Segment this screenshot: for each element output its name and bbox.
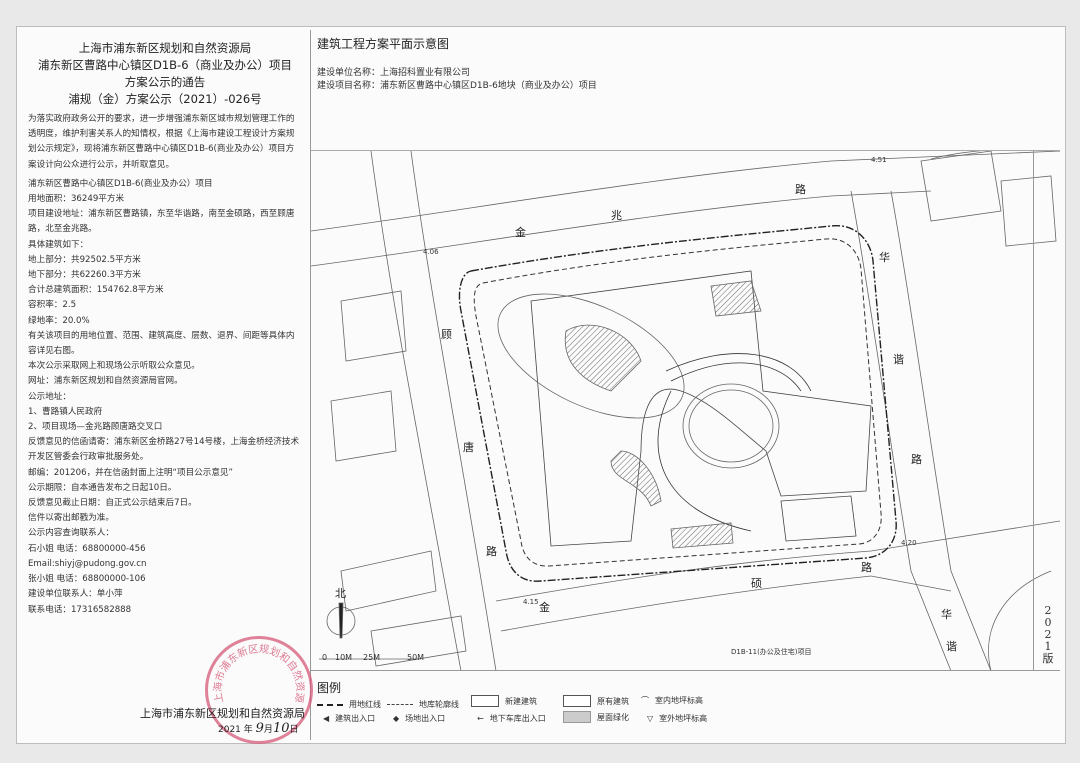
elevation-label: 4.51	[871, 156, 887, 164]
date: 2021 年 9月10日	[218, 721, 299, 736]
notice-number: 浦规（金）方案公示（2021）-026号	[68, 92, 262, 106]
day-unit: 日	[289, 725, 299, 735]
road-south-char: 金	[539, 601, 550, 614]
elevation-label: 4.20	[901, 539, 917, 547]
road-north-char: 兆	[611, 209, 622, 222]
unit-name: 建设单位名称：上海招科置业有限公司	[317, 68, 471, 78]
notice-paragraph: 网址：浦东新区规划和自然资源局官网。	[28, 376, 183, 387]
month-unit: 月	[263, 725, 273, 735]
notice-paragraph: 建设单位联系人：单小萍	[28, 589, 123, 600]
indoor-elevation-icon: ⌒	[641, 696, 649, 705]
notice-paragraph: 合计总建筑面积：154762.8平方米	[28, 285, 164, 296]
notice-paragraph: 公示内容查询联系人：	[28, 528, 114, 539]
legend-item: ▽室外地坪标高	[647, 714, 708, 723]
legend-item: 屋面绿化	[563, 711, 629, 723]
legend-item: ⌒室内地坪标高	[641, 696, 703, 705]
legend: 图例 用地红线 地库轮廓线 新建建筑 原有建筑 ⌒室内地坪标高 ◀建筑出入口 ◆…	[311, 670, 1060, 741]
project-title: 浦东新区曹路中心镇区D1B-6（商业及办公）项目	[37, 58, 293, 72]
notice-paragraph: 地上部分：共92502.5平方米	[28, 254, 141, 265]
road-north-char: 金	[515, 226, 526, 239]
notice-paragraph: 张小姐 电话：68800000-106	[28, 574, 146, 585]
notice-paragraph: 项目建设地址：浦东新区曹路镇，东至华谐路，南至金硕路，西至顾唐路，北至金兆路。	[28, 209, 295, 235]
notice-paragraph: 信件以寄出邮戳为准。	[28, 513, 114, 524]
north-label: 北	[335, 587, 346, 600]
date-year: 2021 年	[218, 725, 253, 735]
site-entrance-icon: ◆	[393, 714, 400, 723]
building-entrance-icon: ◀	[323, 714, 330, 723]
elevation-label: 4.06	[423, 248, 439, 256]
road-east-char: 华	[879, 251, 890, 264]
road-north-char: 路	[795, 183, 806, 196]
official-stamp: 上海市浦东新区规划和自然资源局	[205, 636, 313, 744]
notice-paragraph: 容积率：2.5	[28, 300, 77, 311]
road-south-char: 硕	[751, 577, 762, 590]
legend-item: 新建建筑	[471, 695, 537, 707]
road-west-char: 顾	[441, 328, 452, 341]
road-east-south-char: 华	[941, 608, 952, 621]
outdoor-elevation-icon: ▽	[647, 714, 654, 723]
site-plan-map: 金 兆 路 顾 唐 路 华 谐 路 金 硕 路 华 谐 4.51 4.06 4.…	[311, 150, 1060, 671]
notice-paragraph: 有关该项目的用地位置、范围、建筑高度、层数、退界、间距等具体内容详见右图。	[28, 330, 295, 357]
road-south-char: 路	[861, 561, 872, 574]
notice-paragraph: 公示期限：自本通告发布之日起10日。	[28, 482, 177, 493]
signature: 上海市浦东新区规划和自然资源局	[140, 707, 305, 720]
project-name: 建设项目名称：浦东新区曹路中心镇区D1B-6地块（商业及办公）项目	[317, 81, 597, 91]
notice-paragraph: 1、曹路镇人民政府	[28, 406, 103, 417]
notice-paragraph: 邮编：201206，并在信函封面上注明“项目公示意见”	[28, 467, 233, 478]
notice-panel: 上海市浦东新区规划和自然资源局 浦东新区曹路中心镇区D1B-6（商业及办公）项目…	[20, 30, 311, 740]
notice-paragraph: 为落实政府政务公开的要求，进一步增强浦东新区城市规划管理工作的透明度，维护利害关…	[28, 114, 295, 170]
road-west-char: 路	[486, 545, 497, 558]
frame-line	[1033, 150, 1034, 670]
issuer-title: 上海市浦东新区规划和自然资源局	[78, 41, 252, 55]
plan-title: 建筑工程方案平面示意图	[317, 37, 450, 51]
scale-label: 50M	[407, 653, 425, 662]
notice-paragraph: 浦东新区曹路中心镇区D1B-6(商业及办公）项目	[28, 178, 213, 189]
plan-header: 建筑工程方案平面示意图 建设单位名称：上海招科置业有限公司 建设项目名称：浦东新…	[311, 30, 1060, 670]
notice-header: 上海市浦东新区规划和自然资源局 浦东新区曹路中心镇区D1B-6（商业及办公）项目…	[20, 40, 310, 108]
notice-paragraph: 联系电话：17316582888	[28, 604, 132, 615]
legend-item: ◀建筑出入口	[323, 714, 376, 723]
road-west-char: 唐	[463, 441, 474, 454]
notice-paragraph: 本次公示采取网上和现场公示听取公众意见。	[28, 361, 200, 372]
scale-label: 25M	[363, 653, 381, 662]
date-day: 10	[272, 721, 290, 736]
legend-item: ◆场地出入口	[393, 714, 446, 723]
notice-paragraph: 反馈意见截止日期：自正式公示结束后7日。	[28, 498, 197, 509]
notice-paragraph: 用地面积：36249平方米	[28, 194, 125, 205]
scale-label: 0	[322, 653, 328, 662]
notice-title: 方案公示的通告	[124, 75, 206, 89]
notice-paragraph: 2、项目现场—金兆路顾唐路交叉口	[28, 422, 163, 433]
elevation-label: 4.15	[523, 598, 539, 606]
notice-paragraph: 具体建筑如下：	[28, 239, 89, 250]
svg-text:上海市浦东新区规划和自然资源局: 上海市浦东新区规划和自然资源局	[208, 639, 307, 704]
legend-item: 原有建筑	[563, 695, 629, 707]
notice-paragraph: 地下部分：共62260.3平方米	[28, 270, 141, 281]
notice-paragraph: 反馈意见的信函请寄：浦东新区金桥路27号14号楼，上海金桥经济技术开发区管委会行…	[28, 437, 300, 463]
road-east-south-char: 谐	[946, 640, 957, 653]
notice-paragraph: 石小姐 电话：68800000-456	[28, 543, 146, 554]
legend-item: 用地红线	[317, 699, 381, 710]
garage-entrance-icon: ←	[477, 714, 484, 723]
scale-label: 10M	[335, 653, 353, 662]
road-east-char: 路	[911, 453, 922, 466]
legend-item: ←地下车库出入口	[477, 714, 546, 723]
notice-paragraph: 绿地率：20.0%	[28, 315, 90, 326]
neighbor-project-label: D1B-11(办公及住宅)项目	[731, 648, 812, 656]
legend-title: 图例	[317, 681, 342, 695]
notice-paragraph: 公示地址：	[28, 391, 71, 402]
date-month: 9	[255, 721, 264, 736]
road-east-char: 谐	[893, 353, 904, 366]
legend-item: 地库轮廓线	[387, 699, 459, 710]
notice-paragraph: Email:shiyj@pudong.gov.cn	[28, 558, 147, 569]
notice-body: 为落实政府政务公开的要求，进一步增强浦东新区城市规划管理工作的透明度，维护利害关…	[20, 112, 310, 618]
